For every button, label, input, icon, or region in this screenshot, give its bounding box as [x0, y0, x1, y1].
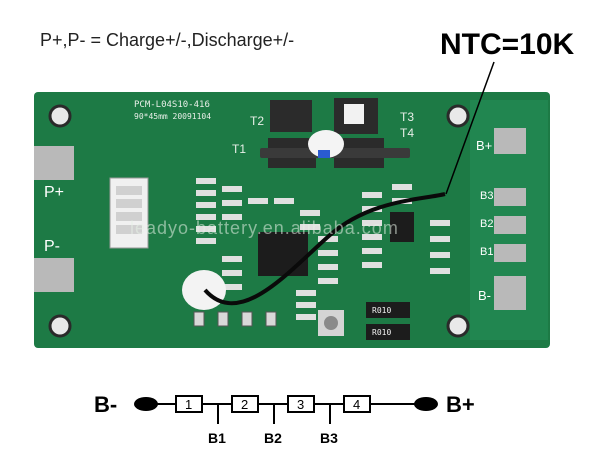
pad-b3 — [494, 188, 526, 206]
thermal-pad — [308, 130, 344, 158]
pad-label-b3: B3 — [480, 190, 494, 202]
pad-b2 — [494, 216, 526, 234]
schematic-b-minus: B- — [94, 392, 118, 417]
pad-b-plus — [494, 128, 526, 154]
mount-hole — [446, 104, 470, 128]
board-size-date: 90*45mm 20091104 — [134, 112, 212, 121]
pad-b-minus — [494, 276, 526, 310]
tap-b2: B2 — [264, 430, 282, 446]
pad-label-p-minus: P- — [44, 238, 60, 255]
cell-2: 2 — [241, 397, 249, 412]
pad-p-minus — [34, 258, 74, 292]
cell-1: 1 — [185, 397, 193, 412]
b-minus-terminal — [134, 397, 158, 411]
pad-label-b2: B2 — [480, 218, 494, 230]
caption-text: P+,P- = Charge+/-,Discharge+/- — [40, 30, 295, 50]
ntc-wire — [203, 192, 446, 306]
b-plus-terminal — [414, 397, 438, 411]
resistor-value: R010 — [372, 328, 392, 337]
label-t3: T3 — [400, 110, 415, 124]
mount-hole — [446, 314, 470, 338]
ic-small — [390, 212, 414, 242]
pad-label-b1: B1 — [480, 246, 494, 258]
pcb-board — [34, 92, 550, 348]
cell-4: 4 — [353, 397, 361, 412]
schematic-b-plus: B+ — [446, 392, 475, 417]
label-t2: T2 — [250, 114, 265, 128]
tap-b3: B3 — [320, 430, 338, 446]
pad-label-p-plus: P+ — [44, 184, 65, 201]
ntc-thermistor — [182, 270, 226, 310]
pad-p-plus — [34, 146, 74, 180]
pad-label-b-plus: B+ — [476, 138, 493, 153]
schematic — [150, 395, 422, 424]
label-t4: T4 — [400, 126, 415, 140]
label-t1: T1 — [232, 142, 247, 156]
watermark: leadyo-battery.en.alibaba.com — [130, 218, 399, 238]
ntc-label: NTC=10K — [440, 28, 575, 61]
pad-b1 — [494, 244, 526, 262]
mount-hole — [48, 314, 72, 338]
sense-resistor — [366, 302, 410, 318]
board-model: PCM-L04S10-416 — [134, 100, 210, 110]
sense-resistor — [366, 324, 410, 340]
mount-hole — [48, 104, 72, 128]
pad-label-b-minus: B- — [478, 288, 491, 303]
tap-b1: B1 — [208, 430, 226, 446]
cell-3: 3 — [297, 397, 305, 412]
mosfet-t2 — [270, 100, 312, 132]
ntc-callout-line — [445, 61, 495, 195]
ic-chip — [258, 232, 308, 276]
resistor-value: R010 — [372, 306, 392, 315]
